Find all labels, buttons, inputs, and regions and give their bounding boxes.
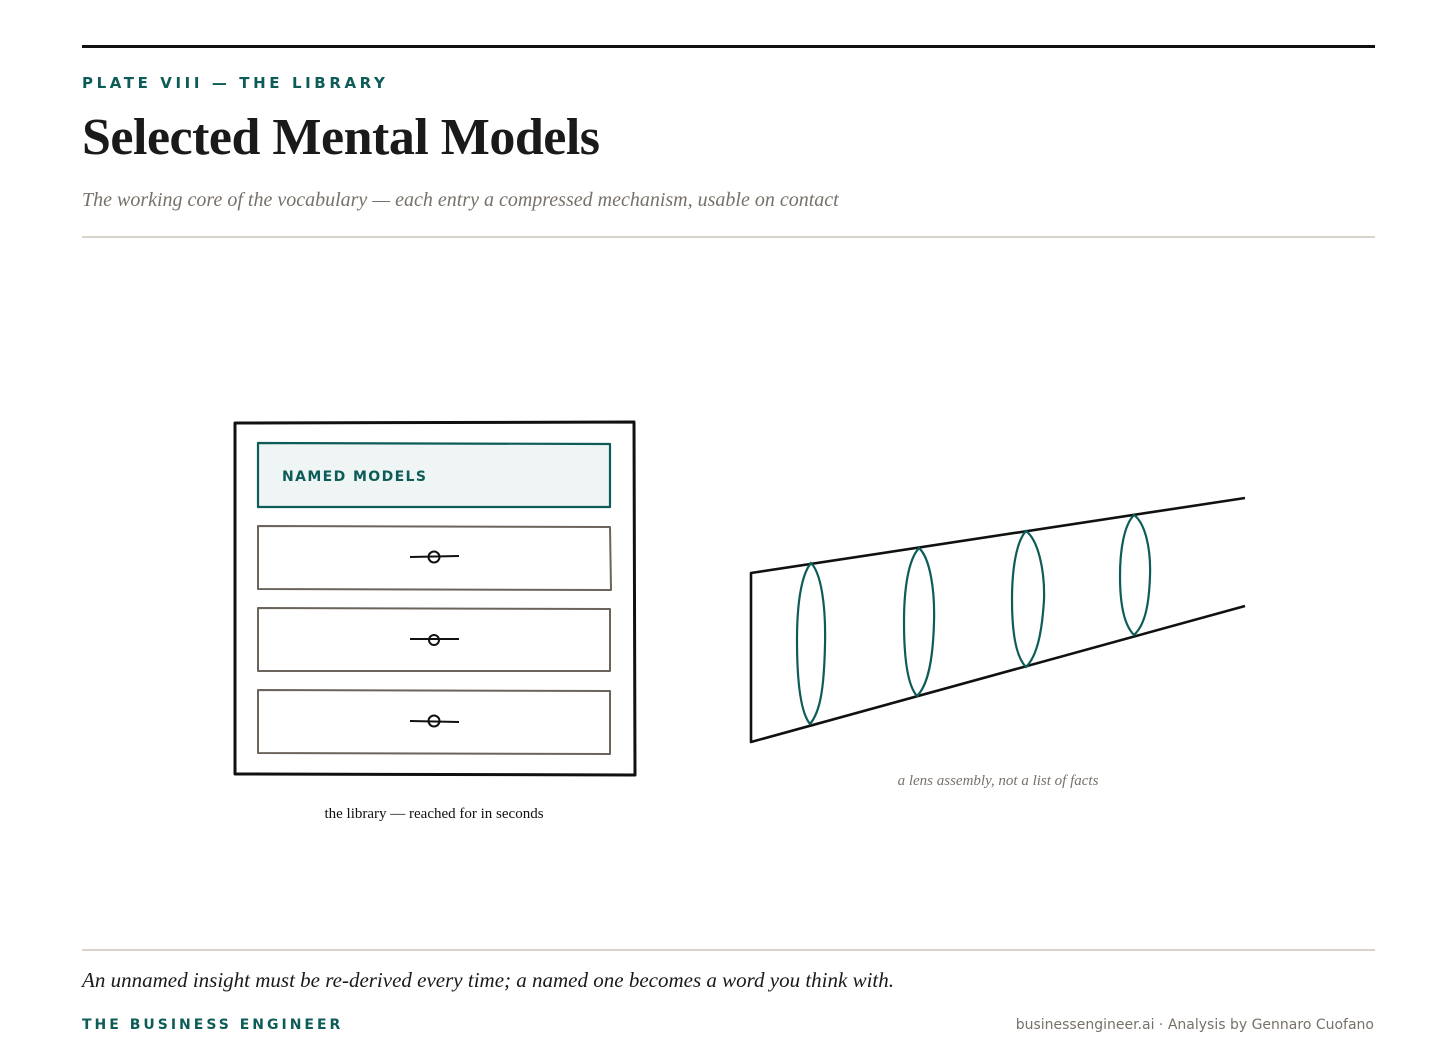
drawer-1 <box>257 525 612 591</box>
header-divider <box>82 236 1375 238</box>
closing-quote: An unnamed insight must be re-derived ev… <box>82 968 895 992</box>
page-subtitle: The working core of the vocabulary — eac… <box>82 189 839 211</box>
footer-divider <box>82 949 1375 951</box>
cabinet-illustration: NAMED MODELS <box>233 420 637 822</box>
lens-3-icon <box>1010 529 1046 669</box>
drawer-1-handle-icon <box>409 550 460 564</box>
drawer-2-box <box>257 607 611 672</box>
drawer-2 <box>257 607 611 672</box>
plate-label: PLATE VIII — THE LIBRARY <box>82 74 389 92</box>
drawer-named-models-box <box>256 441 612 509</box>
credit-line: businessengineer.ai · Analysis by Gennar… <box>1015 1017 1374 1033</box>
lens-1-icon <box>795 561 827 726</box>
lens-caption: a lens assembly, not a list of facts <box>898 773 1099 789</box>
cabinet-frame <box>233 420 637 777</box>
top-rule <box>82 45 1375 48</box>
lens-4-icon <box>1118 513 1152 637</box>
drawer-named-models: NAMED MODELS <box>256 441 612 509</box>
page-title: Selected Mental Models <box>82 109 600 166</box>
cabinet-caption: the library — reached for in seconds <box>324 806 543 822</box>
lens-tube <box>749 496 1246 744</box>
drawer-3-box <box>257 689 611 755</box>
drawer-1-box <box>257 525 612 591</box>
drawer-named-models-label: NAMED MODELS <box>282 469 427 485</box>
drawer-3 <box>257 689 611 755</box>
brand-name: THE BUSINESS ENGINEER <box>82 1017 344 1033</box>
drawer-2-handle-icon <box>410 634 459 646</box>
lens-2-icon <box>902 546 936 698</box>
lens-assembly-illustration: a lens assembly, not a list of facts <box>749 496 1246 789</box>
drawer-3-handle-icon <box>409 714 460 728</box>
